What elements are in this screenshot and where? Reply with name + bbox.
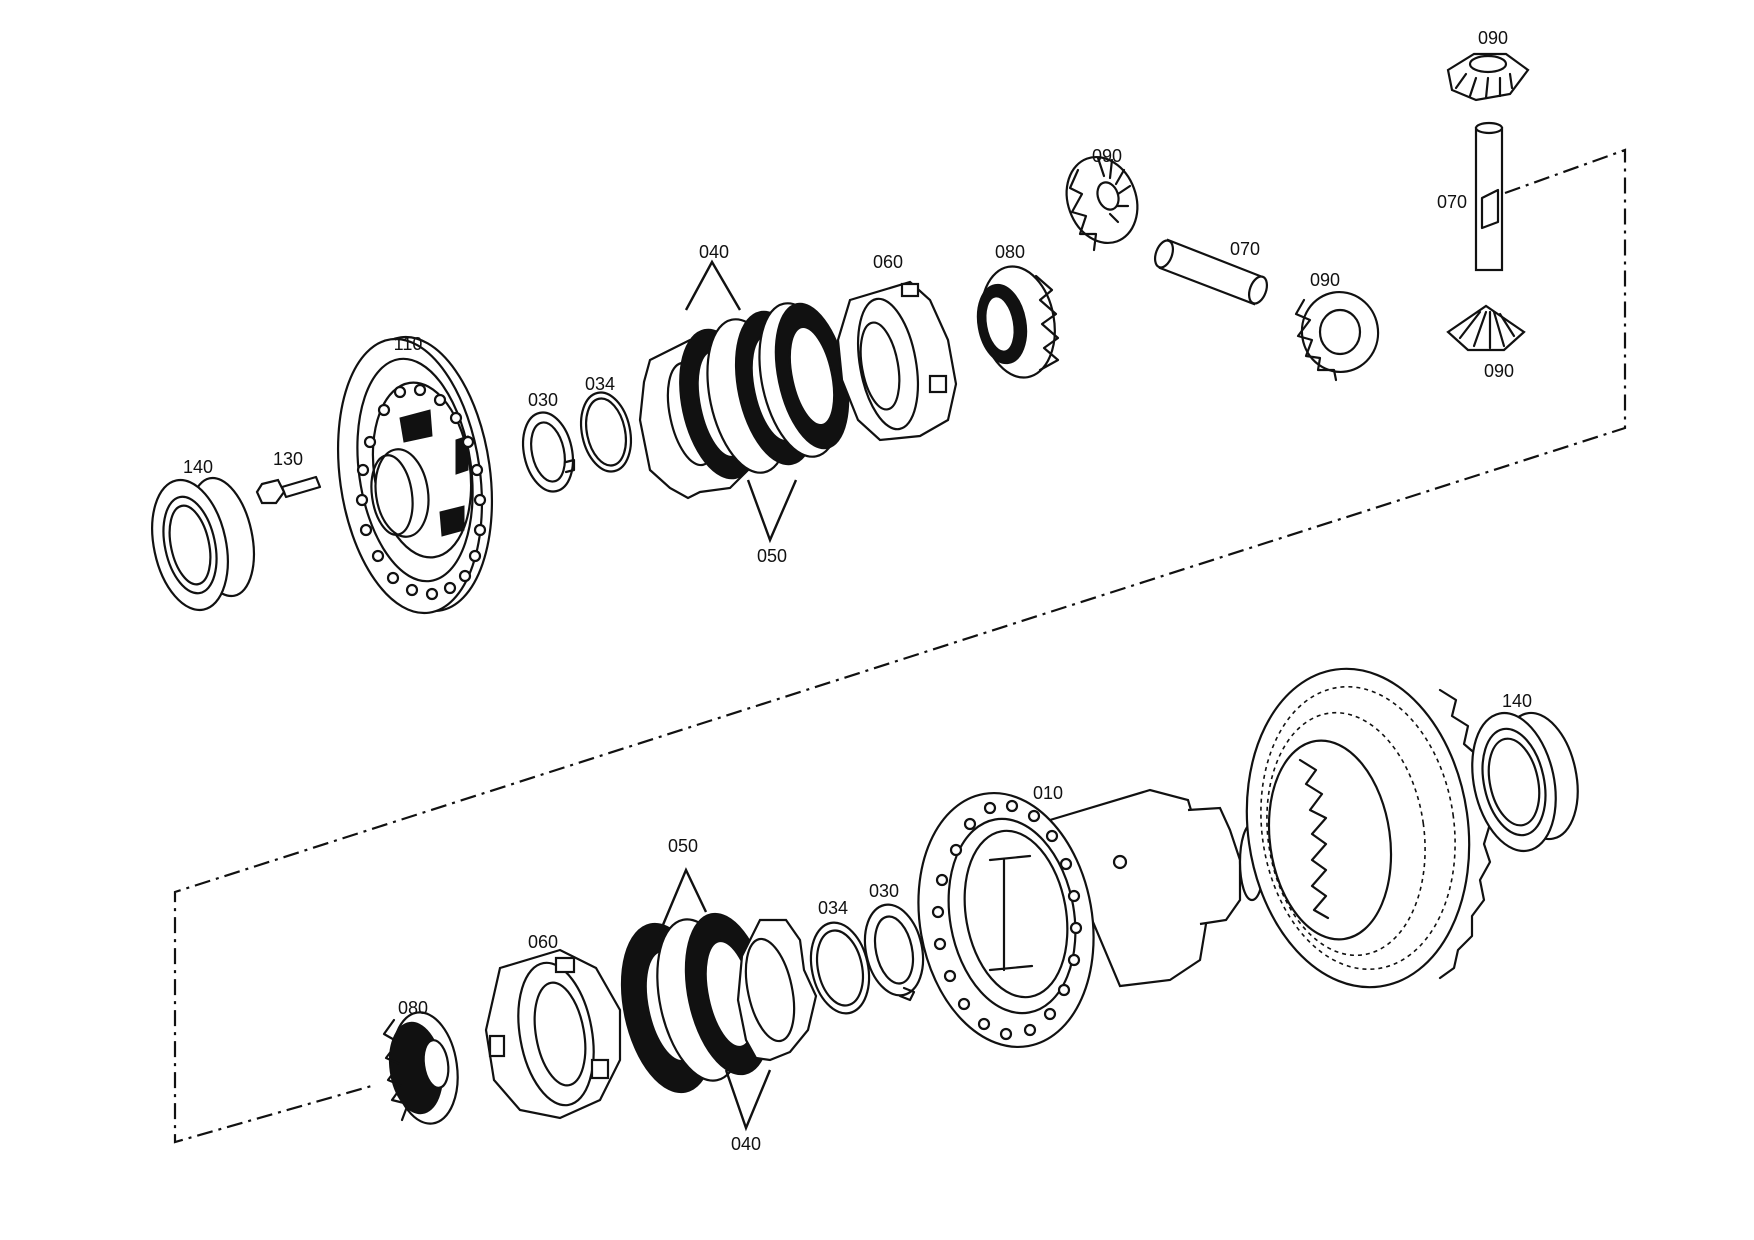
- part-040-050-clutch-pack-top: [638, 302, 850, 500]
- callout-140-right: 140: [1502, 691, 1532, 711]
- part-090-pinion-top: [1446, 52, 1530, 102]
- callout-140-left: 140: [183, 457, 213, 477]
- part-060-pressure-ring-bottom: [484, 948, 622, 1120]
- part-130-bolt: [255, 475, 322, 505]
- part-140-bearing-left: [151, 476, 255, 612]
- assembly-axis-line: [173, 148, 1627, 1144]
- callout-034-top: 034: [585, 374, 615, 394]
- callout-080-bottom: 080: [398, 998, 428, 1018]
- callout-034-bottom: 034: [818, 898, 848, 918]
- callout-130: 130: [273, 449, 303, 469]
- callout-050-bottom: 050: [668, 836, 698, 856]
- part-060-pressure-ring-top: [836, 280, 958, 442]
- callout-050-top: 050: [757, 546, 787, 566]
- part-050-040-clutch-pack-bottom: [620, 912, 818, 1094]
- callout-090-top: 090: [1478, 28, 1508, 48]
- part-030-thrust-washer-bottom: [863, 903, 925, 1002]
- callout-030-bottom: 030: [869, 881, 899, 901]
- part-080-side-gear-bottom: [382, 1011, 459, 1125]
- callout-010: 010: [1033, 783, 1063, 803]
- callout-060-top: 060: [873, 252, 903, 272]
- part-030-thrust-washer-top: [521, 411, 576, 493]
- part-110-cover: [336, 335, 494, 615]
- part-090-pinion-vert-bottom: [1446, 304, 1526, 352]
- callout-110: 110: [394, 334, 423, 354]
- part-090-pinion-right: [1294, 290, 1380, 382]
- ring-gear-phantom: [1245, 667, 1492, 989]
- callout-070-vertical: 070: [1437, 192, 1467, 212]
- callout-060-bottom: 060: [528, 932, 558, 952]
- part-070-shaft-vertical: [1474, 121, 1504, 272]
- part-034-shim-top: [579, 391, 633, 473]
- part-080-side-gear-top: [976, 265, 1060, 379]
- callout-040-top: 040: [699, 242, 729, 262]
- callout-labels: 090 070 090 090 070 090 040 060 080 110 …: [183, 28, 1532, 1154]
- part-140-bearing-right: [1471, 711, 1579, 853]
- callout-090-mid: 090: [1092, 146, 1122, 166]
- part-070-pin-horizontal: [1153, 238, 1269, 306]
- callout-080-top: 080: [995, 242, 1025, 262]
- part-090-pinion-mid: [1065, 155, 1139, 252]
- callout-040-bottom: 040: [731, 1134, 761, 1154]
- callout-090-right: 090: [1310, 270, 1340, 290]
- callout-090-vert-bottom: 090: [1484, 361, 1514, 381]
- callout-030-top: 030: [528, 390, 558, 410]
- callout-070-pin: 070: [1230, 239, 1260, 259]
- leader-lines: [658, 259, 798, 1132]
- part-010-differential-housing: [917, 788, 1266, 1049]
